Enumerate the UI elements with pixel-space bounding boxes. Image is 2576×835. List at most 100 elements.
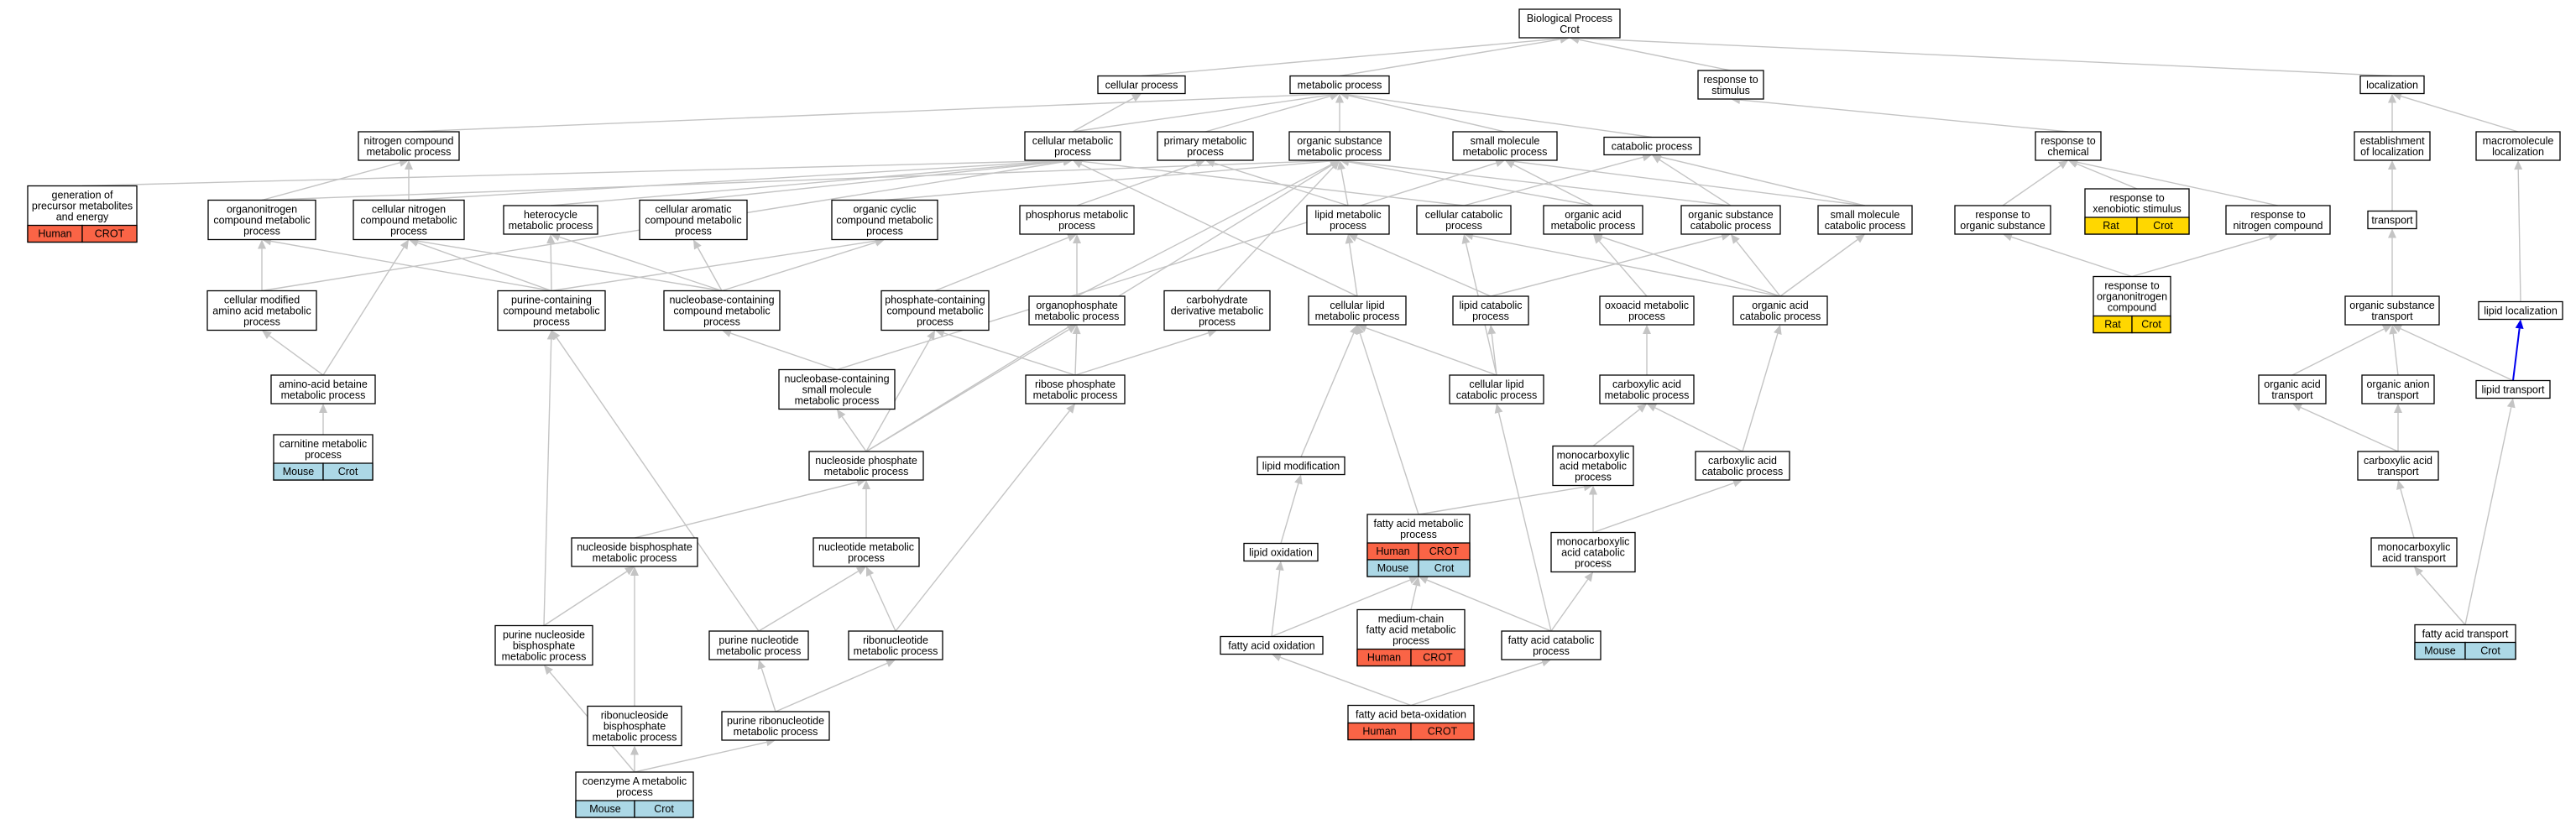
go-term-lipid-transport[interactable]: lipid transport xyxy=(2475,379,2551,399)
node-label-line: process xyxy=(1575,472,1612,483)
annotation-tag-label: Crot xyxy=(1434,562,1455,574)
edge-lipid_mp-to-organic_substance_mp xyxy=(1337,160,1349,206)
node-label-line: metabolic process xyxy=(1551,220,1636,232)
node-label-line: process xyxy=(243,316,280,328)
node-label-line: nitrogen compound xyxy=(2233,220,2323,232)
go-term-metabolic-process[interactable]: metabolic process xyxy=(1289,75,1390,95)
node-label-line: process xyxy=(1058,220,1095,232)
go-term-cellular-process[interactable]: cellular process xyxy=(1097,75,1186,95)
edge-carboxylic_acid_catabolic-to-carboxylic_acid_mp xyxy=(1647,404,1743,452)
edge-nucleoside_bisphosphate_mp-to-nucleoside_phosphate_mp xyxy=(634,478,866,539)
go-term-catabolic-process[interactable]: catabolic process xyxy=(1603,136,1701,156)
go-term-transport[interactable]: transport xyxy=(2367,210,2417,230)
go-term-lipid-modification[interactable]: lipid modification xyxy=(1257,456,1345,476)
annotation-tag-rat: Rat xyxy=(2084,217,2138,235)
node-label-line: catabolic process xyxy=(1456,389,1538,401)
node-label-line: nucleobase-containing xyxy=(784,373,889,385)
edge-ribonucleotide_mp-to-ribose_phosphate_mp xyxy=(895,404,1075,632)
node-label-line: metabolic process xyxy=(509,220,593,232)
edge-cellular_catabolic-to-cellular_mp xyxy=(1073,157,1465,206)
go-term-lipid-localization[interactable]: lipid localization xyxy=(2478,300,2563,321)
edge-fatty_acid_catabolic-to-cellular_lipid_catabolic xyxy=(1494,404,1552,632)
edge-amino_acid_betaine-to-cellular_nitrogen_cmp xyxy=(322,239,409,376)
annotation-tag-human: CROT xyxy=(1410,722,1475,741)
go-term-fatty-acid-oxidation[interactable]: fatty acid oxidation xyxy=(1220,635,1324,655)
annotation-tag-label: Mouse xyxy=(283,466,315,478)
edge-response_organonitrogen-to-response_nitrogen_compound xyxy=(2131,232,2278,278)
go-term-localization[interactable]: localization xyxy=(2359,75,2425,95)
edge-carboxylic_acid_transport-to-organic_anion_transport xyxy=(2394,404,2402,451)
go-term-lipid-oxidation[interactable]: lipid oxidation xyxy=(1243,542,1319,562)
node-label-line: organonitrogen xyxy=(227,204,297,216)
edge-small_molecule_catabolic-to-small_molecule_mp xyxy=(1505,157,1866,206)
node-label-line: catabolic process xyxy=(1612,141,1693,153)
annotation-tag-mouse: Mouse xyxy=(1366,559,1419,577)
edge-purine_containing_cmp-to-organic_cyclic_cmp xyxy=(551,237,885,292)
